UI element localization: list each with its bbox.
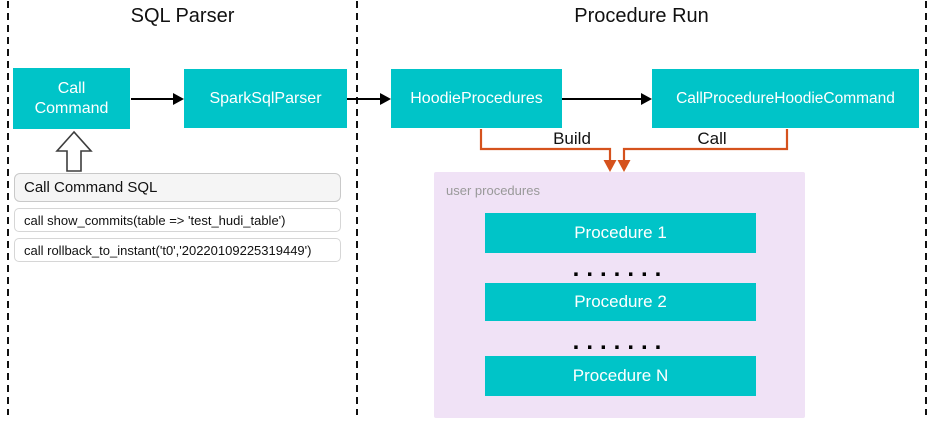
section-title-sql-parser: SQL Parser <box>130 5 235 27</box>
sql-query-show-commits: call show_commits(table => 'test_hudi_ta… <box>14 208 341 232</box>
ellipsis-separator: ....... <box>572 255 669 282</box>
section-title-procedure-run: Procedure Run <box>574 5 709 27</box>
connector-label-build: Build <box>553 129 591 148</box>
procedure-1-box: Procedure 1 <box>485 213 756 253</box>
procedure-2-box: Procedure 2 <box>485 283 756 321</box>
arrow-parser-to-hoodieprocedures <box>347 93 391 105</box>
arrow-callcommand-to-parser <box>131 93 184 105</box>
node-hoodie-procedures: HoodieProcedures <box>391 69 562 128</box>
procedure-n-box: Procedure N <box>485 356 756 396</box>
hollow-up-arrow-icon <box>55 130 93 172</box>
node-call-procedure-hoodie-command: CallProcedureHoodieCommand <box>652 69 919 128</box>
user-procedures-label: user procedures <box>446 183 540 198</box>
call-command-sql-panel: Call Command SQL call show_commits(table… <box>14 173 341 262</box>
arrow-hoodieprocedures-to-command <box>562 93 652 105</box>
sql-query-rollback-to-instant: call rollback_to_instant('t0','202201092… <box>14 238 341 262</box>
node-call-command: Call Command <box>13 68 130 129</box>
ellipsis-separator: ....... <box>572 328 669 355</box>
node-spark-sql-parser: SparkSqlParser <box>184 69 347 128</box>
sql-panel-title: Call Command SQL <box>14 173 341 202</box>
connector-label-call: Call <box>697 129 727 148</box>
user-procedures-container: user procedures Procedure 1 ....... Proc… <box>434 172 805 418</box>
